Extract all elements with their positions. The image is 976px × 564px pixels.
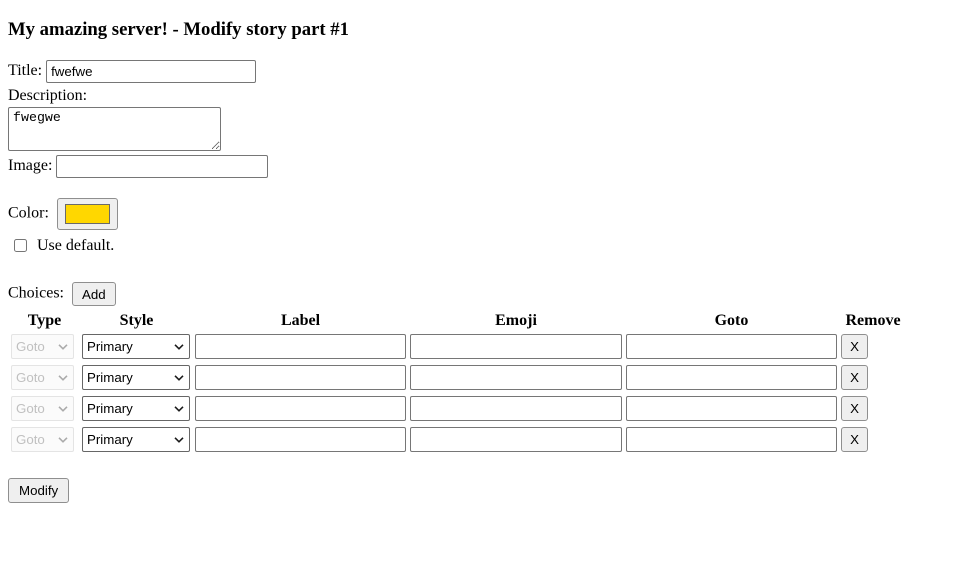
choice-goto-input[interactable] — [626, 334, 837, 359]
remove-choice-button[interactable]: X — [841, 427, 868, 452]
column-header-goto: Goto — [714, 312, 749, 329]
choice-emoji-input[interactable] — [410, 396, 622, 421]
choice-goto-input[interactable] — [626, 365, 837, 390]
column-header-label: Label — [280, 312, 321, 329]
choice-label-input[interactable] — [195, 334, 406, 359]
remove-choice-button[interactable]: X — [841, 334, 868, 359]
add-choice-button[interactable]: Add — [72, 282, 116, 306]
style-select[interactable]: Primary — [82, 365, 190, 390]
choice-label-input[interactable] — [195, 396, 406, 421]
choice-emoji-input[interactable] — [410, 334, 622, 359]
page-title: My amazing server! - Modify story part #… — [8, 19, 349, 40]
choices-table: Type Style Label Emoji Goto Remove Goto … — [8, 310, 908, 456]
column-header-emoji: Emoji — [495, 312, 537, 329]
remove-choice-button[interactable]: X — [841, 365, 868, 390]
choice-label-input[interactable] — [195, 365, 406, 390]
type-select: Goto — [11, 365, 74, 390]
type-select: Goto — [11, 334, 74, 359]
description-textarea[interactable]: fwegwe — [8, 107, 221, 151]
color-picker-input[interactable] — [56, 198, 118, 230]
title-label: Title: — [8, 62, 43, 80]
use-default-label: Use default. — [37, 237, 115, 254]
use-default-checkbox[interactable] — [14, 239, 27, 252]
choice-row: Goto Primary X — [10, 332, 906, 361]
choice-row: Goto Primary X — [10, 425, 906, 454]
choice-row: Goto Primary X — [10, 394, 906, 423]
choice-goto-input[interactable] — [626, 396, 837, 421]
column-header-type: Type — [27, 312, 62, 329]
modify-button[interactable]: Modify — [8, 478, 70, 503]
choice-goto-input[interactable] — [626, 427, 837, 452]
table-header-row: Type Style Label Emoji Goto Remove — [10, 312, 906, 330]
column-header-remove: Remove — [845, 312, 901, 329]
choice-label-input[interactable] — [195, 427, 406, 452]
image-input[interactable] — [56, 155, 269, 178]
color-label: Color: — [8, 204, 49, 222]
remove-choice-button[interactable]: X — [841, 396, 868, 421]
description-label: Description: — [8, 87, 88, 104]
column-header-style: Style — [119, 312, 154, 329]
title-input[interactable] — [46, 60, 257, 83]
choice-row: Goto Primary X — [10, 363, 906, 392]
choice-emoji-input[interactable] — [410, 365, 622, 390]
style-select[interactable]: Primary — [82, 334, 190, 359]
type-select: Goto — [11, 427, 74, 452]
style-select[interactable]: Primary — [82, 427, 190, 452]
choice-emoji-input[interactable] — [410, 427, 622, 452]
type-select: Goto — [11, 396, 74, 421]
choices-label: Choices: — [8, 284, 64, 302]
style-select[interactable]: Primary — [82, 396, 190, 421]
image-label: Image: — [8, 157, 53, 175]
color-swatch — [64, 204, 110, 224]
